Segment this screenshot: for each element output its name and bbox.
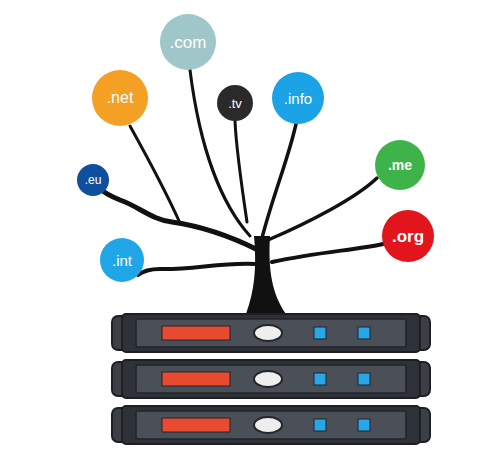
domain-bubble: .org — [382, 210, 434, 262]
bubble-circle — [272, 72, 324, 124]
indicator-light — [358, 373, 370, 385]
domain-label: .net — [107, 90, 134, 106]
domain-bubble: .net — [92, 70, 148, 126]
domain-label: .info — [284, 91, 312, 106]
server-body — [122, 406, 420, 444]
domain-label: .me — [388, 158, 412, 172]
server-body — [122, 360, 420, 398]
domain-bubble: .me — [375, 140, 425, 190]
indicator-light — [358, 327, 370, 339]
tree-branch — [262, 124, 296, 238]
domain-label: .eu — [85, 174, 102, 186]
tree-branch — [235, 121, 247, 222]
status-bar — [162, 418, 230, 432]
status-bar — [162, 372, 230, 386]
indicator-light — [358, 419, 370, 431]
domain-label: .tv — [228, 97, 242, 110]
status-bar — [162, 326, 230, 340]
server-unit — [112, 406, 430, 444]
power-button — [254, 417, 282, 433]
bubble-circle — [160, 14, 216, 70]
domain-bubble: .com — [160, 14, 216, 70]
domain-label: .com — [170, 34, 207, 51]
power-button — [254, 325, 282, 341]
bubble-circle — [100, 238, 144, 282]
server-unit — [112, 360, 430, 398]
tree-branch — [130, 126, 180, 223]
server-face — [136, 365, 406, 393]
server-body — [122, 314, 420, 352]
server-face — [136, 411, 406, 439]
indicator-light — [314, 327, 326, 339]
bubble-circle — [92, 70, 148, 126]
indicator-light — [314, 373, 326, 385]
domain-bubble: .eu — [77, 164, 109, 196]
bubble-circle — [217, 85, 253, 121]
bubble-circle — [382, 210, 434, 262]
tree-branch — [272, 244, 383, 262]
tree-branch — [268, 178, 377, 240]
indicator-light — [314, 419, 326, 431]
bubble-circle — [375, 140, 425, 190]
domain-label: .org — [392, 228, 424, 245]
domain-bubble: .info — [272, 72, 324, 124]
bubble-circle — [77, 164, 109, 196]
domain-bubble: .tv — [217, 85, 253, 121]
server-face — [136, 319, 406, 347]
tree-branch — [138, 264, 256, 275]
power-button — [254, 371, 282, 387]
server-unit — [112, 314, 430, 352]
domain-label: .int — [112, 253, 132, 268]
domain-bubble: .int — [100, 238, 144, 282]
